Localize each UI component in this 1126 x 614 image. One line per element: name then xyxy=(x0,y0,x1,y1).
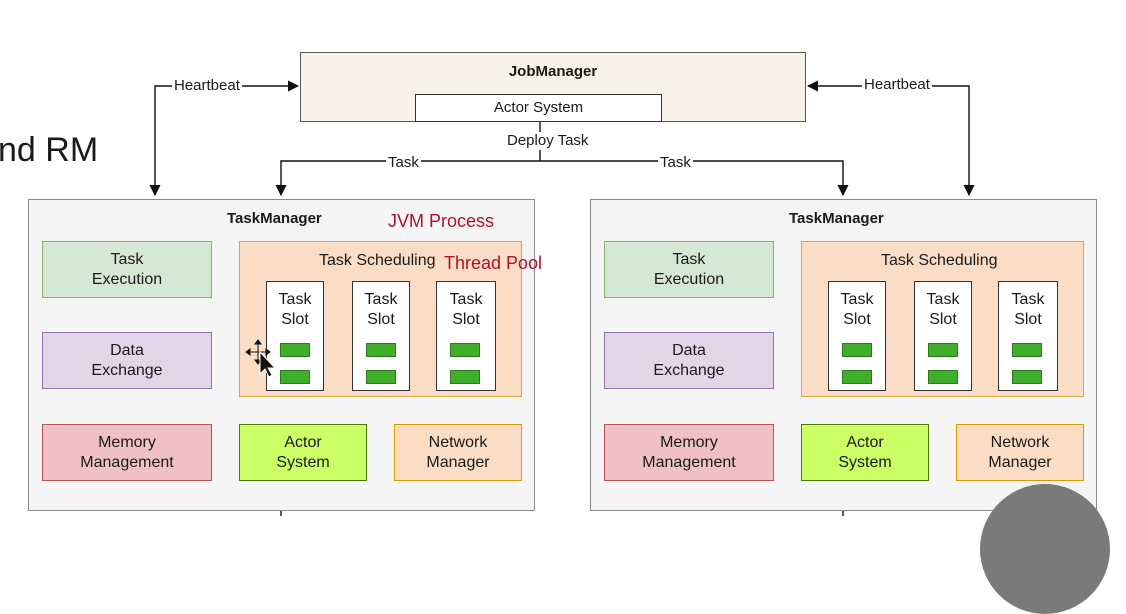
task-slot-label: Task Slot xyxy=(278,291,312,328)
network-manager-box: Network Manager xyxy=(956,424,1084,481)
network-manager-box: Network Manager xyxy=(394,424,522,481)
job-manager-title: JobManager xyxy=(508,63,598,80)
deploy-task-left-line xyxy=(275,160,540,197)
left-edge-text: nd RM xyxy=(0,131,99,169)
task-left-label: Task xyxy=(386,154,421,172)
deploy-task-right-line xyxy=(540,160,849,197)
slot-chip xyxy=(450,370,480,384)
task-manager-right: TaskManager Task Execution Data Exchange… xyxy=(590,199,1097,511)
task-slot-label: Task Slot xyxy=(449,291,483,328)
memory-management-box: Memory Management xyxy=(604,424,774,481)
task-slot: Task Slot xyxy=(828,281,886,391)
task-slot: Task Slot xyxy=(266,281,324,391)
jvm-process-annotation: JVM Process xyxy=(388,211,495,231)
slot-chip xyxy=(842,343,872,357)
task-slot-label: Task Slot xyxy=(1011,291,1045,328)
slot-chip xyxy=(280,343,310,357)
heartbeat-left-line xyxy=(149,80,300,197)
task-manager-left: TaskManager Task Execution Data Exchange… xyxy=(28,199,535,511)
slot-chip xyxy=(928,370,958,384)
task-scheduling-title: Task Scheduling xyxy=(319,252,436,269)
task-manager-title: TaskManager xyxy=(227,210,322,227)
slot-chip xyxy=(1012,370,1042,384)
task-execution-box: Task Execution xyxy=(42,241,212,298)
task-slot-label: Task Slot xyxy=(840,291,874,328)
actor-system-box: Actor System xyxy=(239,424,367,481)
slot-chip xyxy=(280,370,310,384)
data-exchange-box: Data Exchange xyxy=(42,332,212,389)
task-slot: Task Slot xyxy=(998,281,1058,391)
task-scheduling-box: Task Scheduling Task Slot Task Slot Task… xyxy=(239,241,522,397)
task-right-label: Task xyxy=(658,154,693,172)
task-scheduling-title: Task Scheduling xyxy=(881,252,998,269)
job-manager-actor-system: Actor System xyxy=(415,94,662,122)
task-slot-label: Task Slot xyxy=(364,291,398,328)
slot-chip xyxy=(842,370,872,384)
task-slot: Task Slot xyxy=(914,281,972,391)
heartbeat-right-line xyxy=(806,80,975,197)
deploy-task-label: Deploy Task xyxy=(505,132,591,150)
actor-system-box: Actor System xyxy=(801,424,929,481)
task-slot: Task Slot xyxy=(436,281,496,391)
cursor-icon xyxy=(245,339,277,378)
heartbeat-right-label: Heartbeat xyxy=(862,76,932,94)
task-manager-title: TaskManager xyxy=(789,210,884,227)
overlay-circle xyxy=(980,484,1110,614)
slot-chip xyxy=(1012,343,1042,357)
slot-chip xyxy=(928,343,958,357)
task-scheduling-box: Task Scheduling Task Slot Task Slot Task… xyxy=(801,241,1084,397)
slot-chip xyxy=(366,370,396,384)
task-slot-label: Task Slot xyxy=(926,291,960,328)
task-slot: Task Slot xyxy=(352,281,410,391)
task-execution-box: Task Execution xyxy=(604,241,774,298)
slot-chip xyxy=(366,343,396,357)
slot-chip xyxy=(450,343,480,357)
data-exchange-box: Data Exchange xyxy=(604,332,774,389)
heartbeat-left-label: Heartbeat xyxy=(172,77,242,95)
thread-pool-annotation: Thread Pool xyxy=(444,253,543,273)
job-manager: JobManager Actor System xyxy=(300,52,806,122)
connectors xyxy=(149,80,975,516)
memory-management-box: Memory Management xyxy=(42,424,212,481)
